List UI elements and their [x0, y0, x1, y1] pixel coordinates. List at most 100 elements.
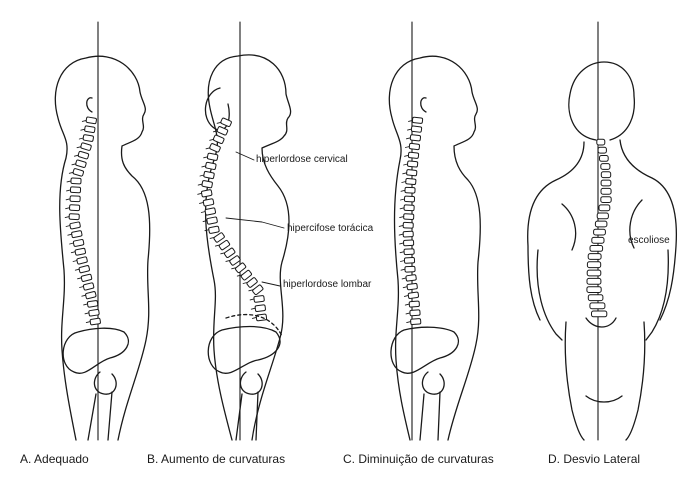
annotation-lumbar-hyperlordosis: hiperlordose lombar	[283, 279, 372, 290]
vertebra	[240, 269, 252, 281]
caption-a: A. Adequado	[20, 452, 89, 466]
spinous-process	[203, 156, 209, 159]
figure-c-pelvis	[390, 326, 459, 395]
figure-d-left-arm	[536, 249, 563, 341]
vertebra	[76, 256, 88, 265]
spinous-process	[399, 251, 405, 254]
figure-d-lateral-deviation	[527, 21, 678, 441]
spinous-process	[400, 198, 405, 201]
vertebra	[224, 247, 236, 258]
vertebra	[80, 142, 92, 151]
vertebra	[403, 239, 415, 247]
vertebra	[203, 170, 215, 180]
vertebra	[69, 221, 81, 230]
vertebra	[403, 248, 415, 256]
vertebra	[403, 257, 416, 264]
figure-b-pelvis	[207, 325, 281, 395]
caption-b: B. Aumento de curvaturas	[147, 452, 286, 466]
vertebra	[600, 179, 612, 187]
spinous-process	[202, 220, 208, 223]
spinous-process	[401, 181, 407, 183]
vertebra	[74, 247, 86, 256]
spinous-process	[403, 294, 409, 297]
figure-b-increased-curvatures	[197, 21, 292, 441]
vertebra	[229, 255, 241, 266]
vertebra	[212, 134, 225, 144]
vertebra	[234, 262, 247, 274]
figure-b-leader-thoracic	[225, 217, 285, 229]
vertebra	[82, 282, 95, 291]
vertebra	[254, 304, 266, 313]
figure-b-femur	[235, 391, 259, 441]
vertebra	[408, 142, 421, 151]
vertebra	[591, 236, 605, 244]
figure-b-leader-lumbar	[261, 281, 281, 287]
vertebra	[404, 186, 416, 194]
spinous-process	[216, 121, 222, 124]
spinous-process	[77, 277, 82, 280]
figure-c-femur	[419, 391, 441, 441]
figure-b-body-outline	[204, 54, 292, 441]
spinous-process	[220, 252, 226, 255]
spinous-process	[65, 225, 71, 227]
figure-b-hair-bun	[204, 87, 230, 131]
figure-b-belly-dashed	[225, 314, 283, 337]
vertebra	[220, 117, 232, 127]
spinous-process	[408, 119, 413, 122]
spinous-process	[66, 189, 71, 192]
vertebra	[403, 213, 415, 220]
vertebra	[208, 225, 220, 234]
vertebra	[200, 189, 213, 198]
figure-a-body-outline	[54, 55, 151, 441]
spinous-process	[200, 211, 206, 213]
spinous-process	[68, 171, 74, 174]
vertebra	[405, 177, 417, 186]
vertebra	[72, 168, 84, 177]
spinous-process	[205, 147, 211, 150]
spinous-process	[197, 192, 203, 195]
vertebra	[80, 273, 93, 282]
spinous-process	[197, 183, 203, 186]
vertebra	[586, 277, 602, 285]
vertebra	[246, 277, 258, 288]
vertebra	[69, 204, 81, 212]
vertebra	[72, 239, 85, 247]
vertebra	[206, 216, 218, 225]
vertebra	[586, 286, 602, 294]
spinous-process	[81, 119, 87, 122]
figure-c-decreased-curvatures	[388, 21, 481, 441]
vertebra	[85, 116, 97, 125]
spinous-process	[214, 244, 220, 247]
annotation-thoracic-hyperkyphosis: hipercifose torácica	[287, 223, 374, 234]
vertebra	[204, 207, 217, 216]
vertebra	[407, 151, 420, 159]
figure-d-sacrum	[585, 317, 617, 328]
spinous-process	[64, 216, 70, 219]
spinous-process	[71, 163, 77, 166]
spinous-process	[404, 303, 410, 306]
spinous-process	[204, 229, 210, 232]
spinous-process	[400, 189, 406, 192]
vertebra	[88, 308, 100, 317]
spinous-process	[236, 274, 242, 277]
spinous-process	[399, 216, 405, 219]
vertebra	[69, 186, 82, 194]
spinous-process	[398, 224, 404, 227]
vertebra	[253, 295, 265, 303]
figure-d-head	[568, 61, 636, 141]
vertebra	[407, 291, 420, 299]
figure-a-ear	[86, 97, 93, 113]
spinous-process	[398, 233, 404, 236]
spinous-process	[85, 321, 91, 324]
vertebra	[591, 310, 608, 318]
spinous-process	[399, 207, 405, 210]
spinous-process	[402, 286, 408, 289]
spinous-process	[209, 138, 215, 141]
spinous-process	[404, 146, 410, 148]
spinous-process	[407, 128, 412, 131]
spinous-process	[80, 128, 86, 131]
vertebra	[218, 239, 231, 251]
spinous-process	[400, 260, 405, 262]
spinous-process	[404, 154, 409, 157]
spinous-process	[81, 294, 87, 297]
